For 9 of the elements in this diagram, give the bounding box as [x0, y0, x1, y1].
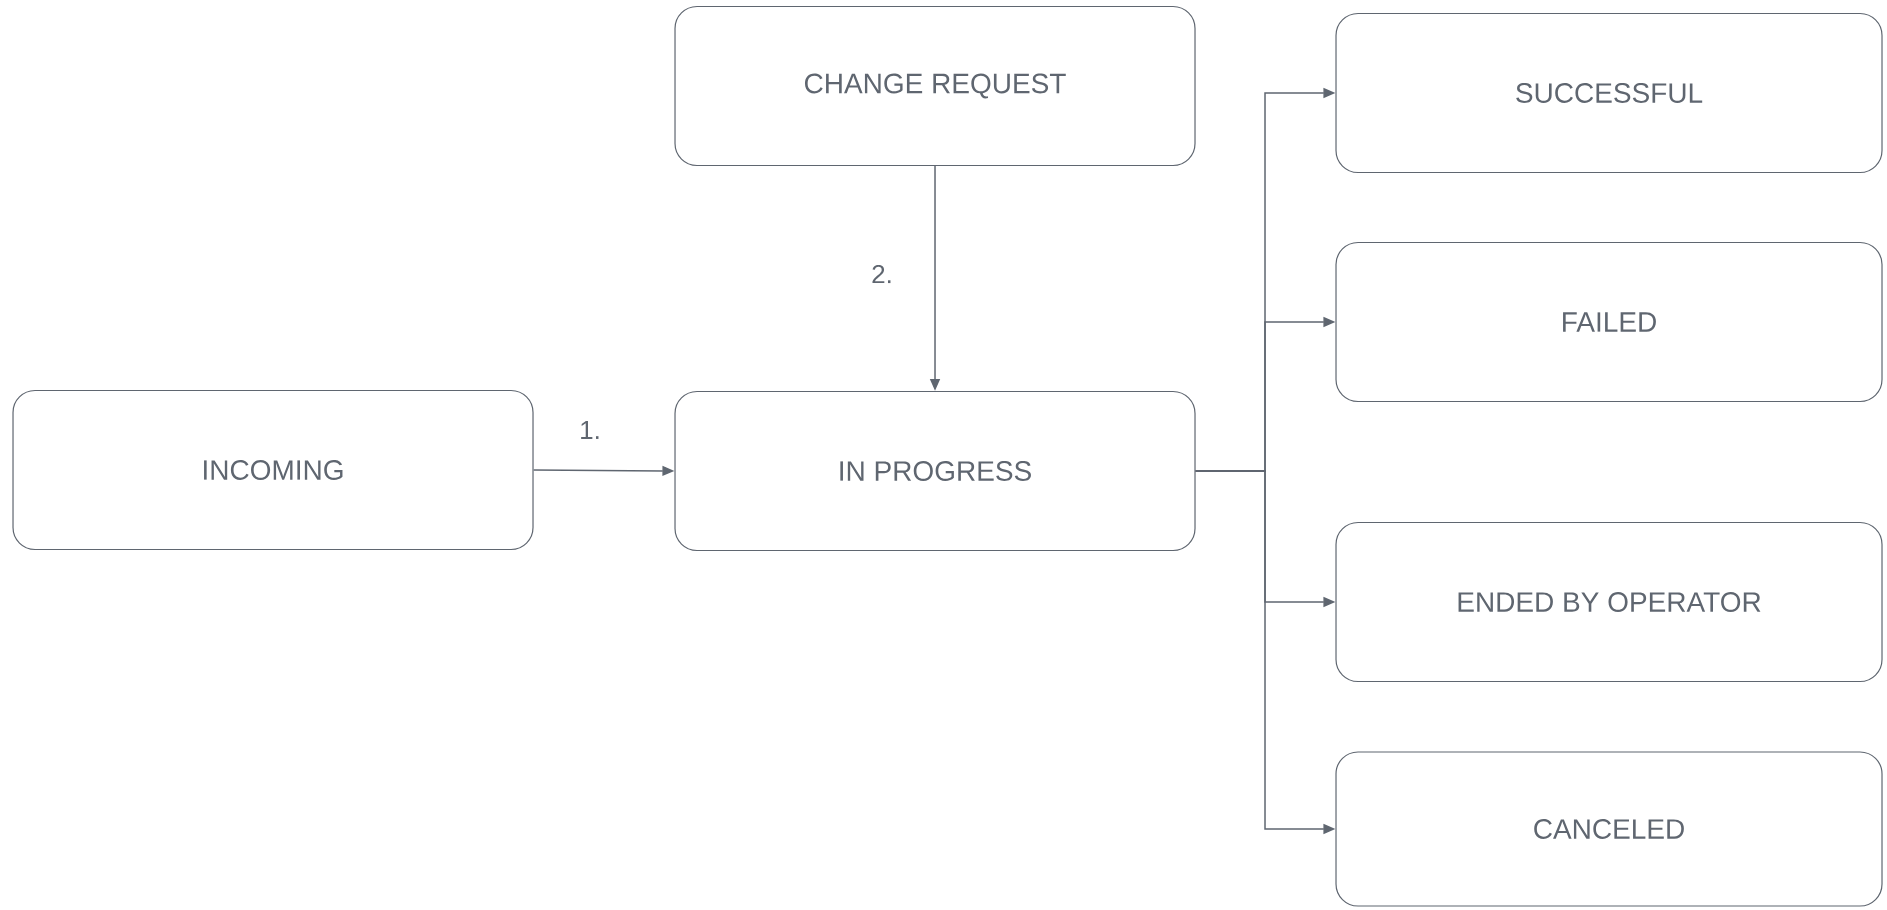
process-box: IN PROGRESS: [674, 390, 1196, 552]
process-box: CANCELED: [1335, 751, 1883, 907]
edge-label: 2.: [869, 262, 895, 286]
process-box: CHANGE REQUEST: [674, 5, 1196, 167]
process-box: SUCCESSFUL: [1335, 12, 1883, 174]
process-box: FAILED: [1335, 241, 1883, 403]
process-box: ENDED BY OPERATOR: [1335, 521, 1883, 683]
process-box: INCOMING: [12, 389, 534, 551]
edge-label: 1.: [577, 419, 603, 441]
